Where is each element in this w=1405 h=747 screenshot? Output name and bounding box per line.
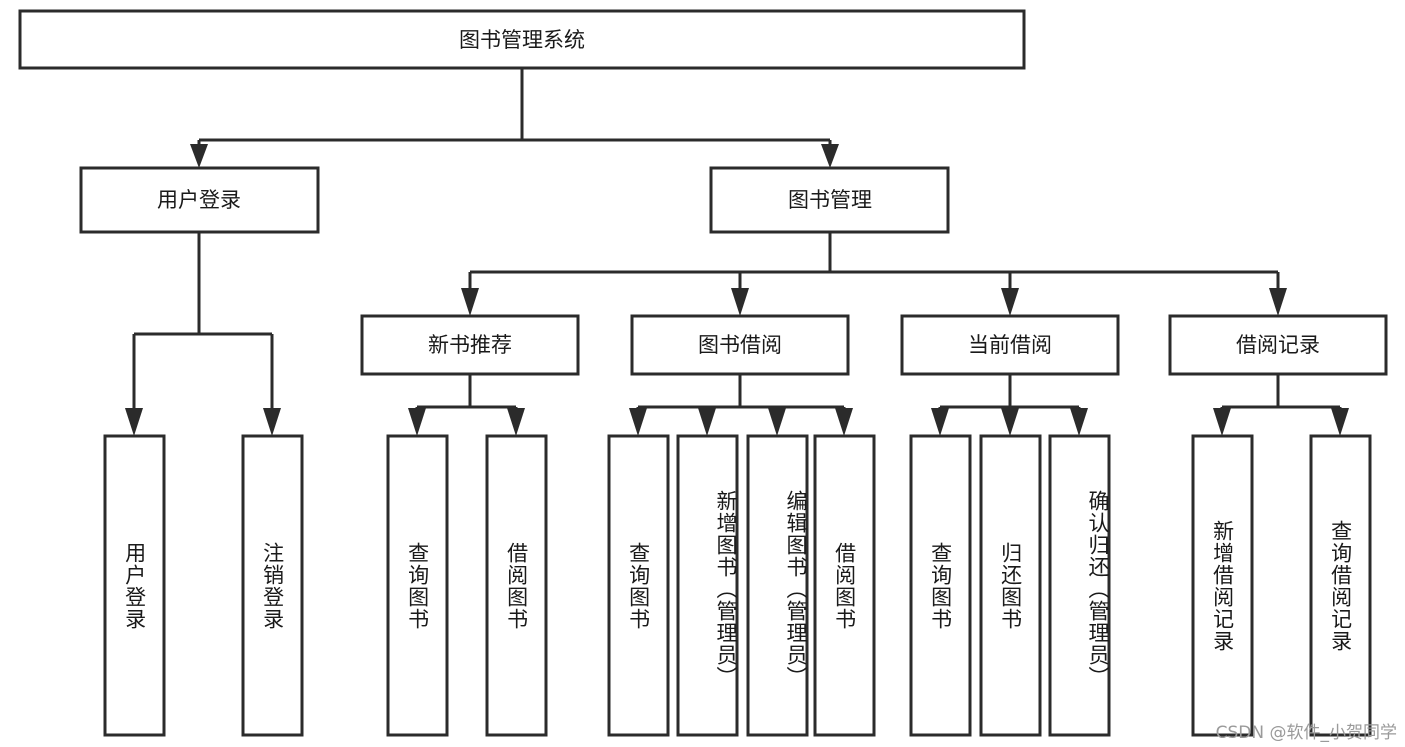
node-leaf-borrow-book-1-box[interactable] xyxy=(485,434,548,737)
arrow-head-user-login xyxy=(190,144,208,168)
node-leaf-confirm-return-box[interactable] xyxy=(1048,434,1111,737)
node-leaf-add-book-box[interactable] xyxy=(676,434,739,737)
connector-layer xyxy=(125,68,1349,436)
node-leaf-edit-book-box[interactable] xyxy=(746,434,809,737)
arrow-head-book-manage xyxy=(821,144,839,168)
arrow-head-leaf-query-book-1 xyxy=(408,408,426,436)
node-book-manage-box[interactable] xyxy=(709,166,950,234)
arrow-head-leaf-query-book-3 xyxy=(931,408,949,436)
arrow-head-leaf-user-logout xyxy=(263,408,281,436)
node-current-borrow-label: 当前借阅 xyxy=(968,333,1052,357)
node-current-borrow-box[interactable] xyxy=(900,314,1120,376)
arrow-head-leaf-user-login xyxy=(125,408,143,436)
arrow-head-current-borrow xyxy=(1001,288,1019,316)
node-leaf-user-login-box[interactable] xyxy=(103,434,166,737)
arrow-head-leaf-add-record xyxy=(1213,408,1231,436)
node-layer: 图书管理系统 用户登录 图书管理 新书推荐 图书借阅 当前借阅 借阅记录 xyxy=(18,9,1388,737)
node-user-login-label: 用户登录 xyxy=(157,188,241,212)
node-leaf-query-record-box[interactable] xyxy=(1309,434,1372,737)
node-leaf-return-book-box[interactable] xyxy=(979,434,1042,737)
node-leaf-add-record-box[interactable] xyxy=(1191,434,1254,737)
arrow-head-borrow-record xyxy=(1269,288,1287,316)
node-leaf-query-book-1-box[interactable] xyxy=(386,434,449,737)
node-borrow-record-box[interactable] xyxy=(1168,314,1388,376)
arrow-head-leaf-return-book xyxy=(1001,408,1019,436)
node-user-login-box[interactable] xyxy=(79,166,320,234)
node-new-book-recommend-label: 新书推荐 xyxy=(428,333,512,357)
node-leaf-user-logout-box[interactable] xyxy=(241,434,304,737)
node-leaf-borrow-book-2-box[interactable] xyxy=(813,434,876,737)
node-leaf-query-book-3-box[interactable] xyxy=(909,434,972,737)
arrow-head-leaf-confirm-return xyxy=(1070,408,1088,436)
node-root-label: 图书管理系统 xyxy=(459,28,585,52)
arrow-head-leaf-add-book xyxy=(698,408,716,436)
node-book-manage-label: 图书管理 xyxy=(788,188,872,212)
arrow-head-leaf-borrow-book-2 xyxy=(835,408,853,436)
node-root-box[interactable] xyxy=(18,9,1026,70)
node-leaf-query-book-2-box[interactable] xyxy=(607,434,670,737)
arrow-head-leaf-query-record xyxy=(1331,408,1349,436)
node-book-borrow-box[interactable] xyxy=(630,314,850,376)
node-new-book-recommend-box[interactable] xyxy=(360,314,580,376)
arrow-head-leaf-edit-book xyxy=(768,408,786,436)
arrow-head-book-borrow xyxy=(731,288,749,316)
arrow-head-leaf-borrow-book-1 xyxy=(507,408,525,436)
node-book-borrow-label: 图书借阅 xyxy=(698,333,782,357)
node-borrow-record-label: 借阅记录 xyxy=(1236,333,1320,357)
arrow-head-leaf-query-book-2 xyxy=(629,408,647,436)
arrow-head-new-book-recommend xyxy=(461,288,479,316)
watermark-text: CSDN @软件_小贺同学 xyxy=(1215,723,1397,743)
